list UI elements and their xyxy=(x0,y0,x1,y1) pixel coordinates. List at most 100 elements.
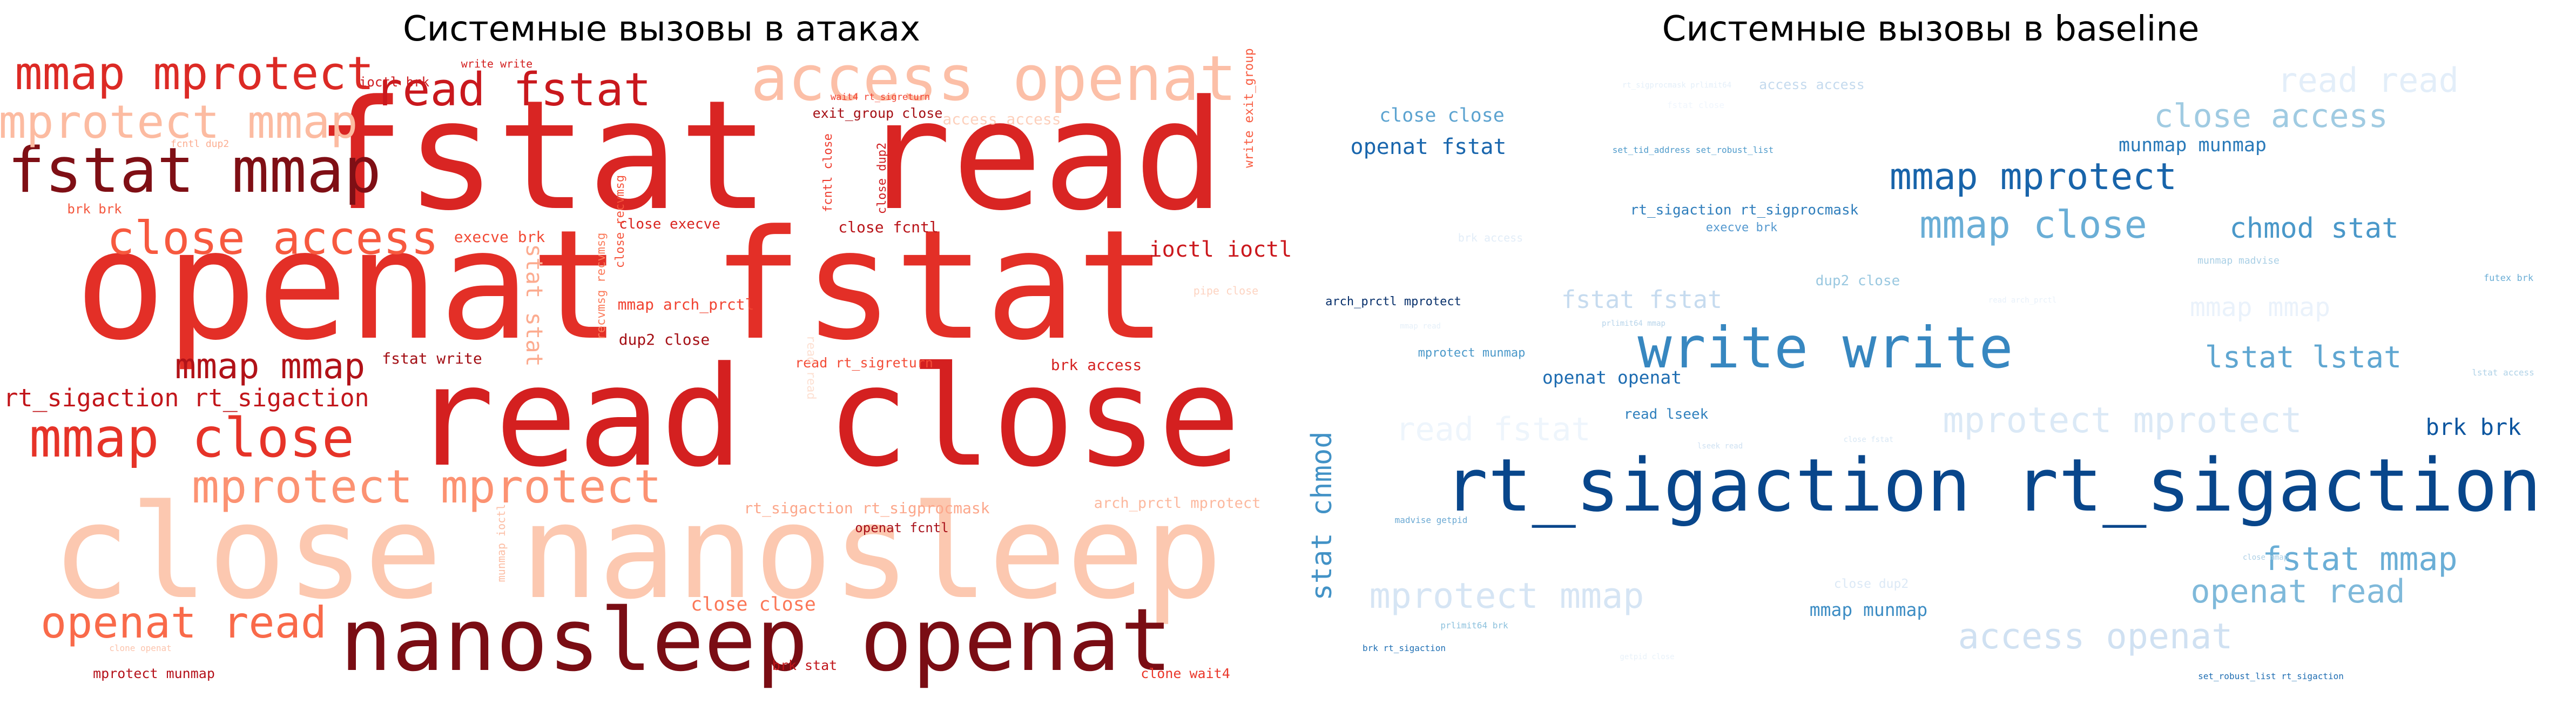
cloud-word: openat openat xyxy=(1542,367,1682,388)
cloud-word: clone openat xyxy=(109,643,172,653)
cloud-word: read read xyxy=(2277,61,2459,100)
cloud-word: mprotect mmap xyxy=(1370,576,1644,616)
cloud-word: fstat fstat xyxy=(1561,285,1722,314)
cloud-word: mmap close xyxy=(1919,203,2147,247)
cloud-word: lseek read xyxy=(1697,442,1743,451)
cloud-word: openat fstat xyxy=(1351,135,1507,159)
cloud-word: fstat mmap xyxy=(2262,540,2457,578)
cloud-word: getpid close xyxy=(1620,653,1674,661)
cloud-word: close access xyxy=(2154,97,2388,135)
cloud-word: close close xyxy=(1379,105,1505,126)
cloud-word: prlimit64 mmap xyxy=(1602,319,1665,328)
cloud-word: chmod stat xyxy=(2229,212,2398,245)
cloud-word: clone wait4 xyxy=(1141,666,1230,681)
cloud-word: brk stat xyxy=(772,658,837,673)
cloud-word: ioctl ioctl xyxy=(1149,237,1292,262)
cloud-word: mmap munmap xyxy=(1810,599,1928,620)
cloud-word: read fstat xyxy=(375,63,651,117)
cloud-word: arch_prctl mprotect xyxy=(1094,495,1261,512)
cloud-word: close recvmsg xyxy=(613,175,627,268)
cloud-word: rt_sigaction rt_sigaction xyxy=(1444,443,2541,528)
cloud-word: exit_group close xyxy=(813,105,943,121)
cloud-word: openat read xyxy=(41,598,327,648)
cloud-word: fstat read xyxy=(314,68,1225,244)
cloud-word: close dup2 xyxy=(875,143,889,214)
cloud-word: stat stat xyxy=(521,244,548,367)
cloud-word: read read xyxy=(804,335,818,399)
cloud-word: pipe close xyxy=(1193,284,1258,297)
cloud-word: close execve xyxy=(619,216,720,232)
cloud-word: brk access xyxy=(1051,356,1142,374)
cloud-word: rt_sigaction rt_sigprocmask xyxy=(744,499,989,518)
cloud-word: execve brk xyxy=(454,228,545,246)
cloud-word: close dup2 xyxy=(1834,577,1909,591)
cloud-word: rt_sigprocmask prlimit64 xyxy=(1622,81,1731,90)
cloud-word: mmap mmap xyxy=(2190,292,2330,323)
cloud-word: rt_sigaction rt_sigaction xyxy=(3,384,369,412)
cloud-word: lstat lstat xyxy=(2205,340,2402,374)
cloud-word: madvise getpid xyxy=(1395,515,1468,525)
cloud-word: munmap ioctl xyxy=(495,504,508,582)
cloud-word: read fstat xyxy=(1395,411,1590,448)
cloud-word: close mmap xyxy=(2243,553,2288,562)
cloud-word: mprotect munmap xyxy=(1418,346,1526,360)
cloud-word: read close xyxy=(412,337,1240,498)
cloud-word: munmap munmap xyxy=(2119,135,2267,156)
cloud-word: fstat close xyxy=(1667,100,1724,110)
cloud-word: wait4 rt_sigreturn xyxy=(831,92,930,103)
cloud-word: mprotect mmap xyxy=(0,96,358,149)
cloud-word: openat fstat xyxy=(75,198,1168,374)
cloud-word: brk brk xyxy=(2425,414,2521,440)
cloud-word: mmap mmap xyxy=(175,346,365,387)
cloud-word: fcntl close xyxy=(821,133,835,212)
cloud-word: mmap mprotect xyxy=(15,47,374,100)
cloud-word: mmap arch_prctl xyxy=(618,296,754,314)
cloud-word: access access xyxy=(1759,77,1865,92)
cloud-word: set_robust_list rt_sigaction xyxy=(2198,671,2344,681)
cloud-word: mprotect mprotect xyxy=(1943,400,2302,441)
cloud-word: mmap close xyxy=(29,406,354,470)
cloud-word: read lseek xyxy=(1624,406,1709,423)
left-chart-title: Системные вызовы в атаках xyxy=(403,9,920,49)
cloud-word: mmap read xyxy=(1400,322,1441,331)
cloud-word: fstat mmap xyxy=(8,135,381,207)
cloud-word: set_tid_address set_robust_list xyxy=(1613,145,1774,155)
cloud-word: openat fcntl xyxy=(855,520,948,535)
cloud-word: mprotect munmap xyxy=(93,666,215,681)
cloud-word: ioctl brk xyxy=(359,75,430,90)
cloud-word: close fcntl xyxy=(838,218,938,236)
cloud-word: openat read xyxy=(2190,573,2405,611)
cloud-word: mprotect mprotect xyxy=(192,460,662,514)
cloud-word: write write xyxy=(1637,315,2013,381)
cloud-word: mmap mprotect xyxy=(1890,156,2177,198)
baseline-wordcloud: rt_sigaction rt_sigaction write write mmap… xyxy=(1306,61,2541,681)
cloud-word: close close xyxy=(691,594,816,615)
cloud-word: access openat xyxy=(1958,616,2233,657)
cloud-word: fcntl dup2 xyxy=(171,138,229,150)
cloud-word: access openat xyxy=(751,43,1237,115)
cloud-word: stat chmod xyxy=(1306,431,1338,600)
cloud-word: rt_sigaction rt_sigprocmask xyxy=(1630,202,1859,218)
cloud-word: close nanosleep xyxy=(52,477,1222,628)
cloud-word: futex brk xyxy=(2484,273,2533,284)
cloud-word: execve brk xyxy=(1706,221,1777,234)
cloud-word: close fstat xyxy=(1844,435,1894,444)
cloud-word: nanosleep openat xyxy=(340,589,1172,690)
cloud-word: prlimit64 brk xyxy=(1440,620,1508,631)
cloud-word: read rt_sigreturn xyxy=(795,355,933,371)
cloud-word: lstat access xyxy=(2472,367,2534,378)
cloud-word: brk brk xyxy=(67,202,122,217)
cloud-word: access access xyxy=(942,110,1061,128)
cloud-word: write write xyxy=(461,57,532,70)
cloud-word: recvmsg recvmsg xyxy=(595,233,608,340)
cloud-word: read arch_prctl xyxy=(1988,296,2056,305)
cloud-word: brk rt_sigaction xyxy=(1363,643,1446,653)
right-chart-title: Системные вызовы в baseline xyxy=(1662,9,2200,49)
cloud-word: arch_prctl mprotect xyxy=(1325,295,1461,309)
cloud-word: brk access xyxy=(1458,231,1523,244)
cloud-word: dup2 close xyxy=(1816,273,1900,289)
cloud-word: write exit_group xyxy=(1242,48,1256,168)
cloud-word: dup2 close xyxy=(619,331,710,348)
